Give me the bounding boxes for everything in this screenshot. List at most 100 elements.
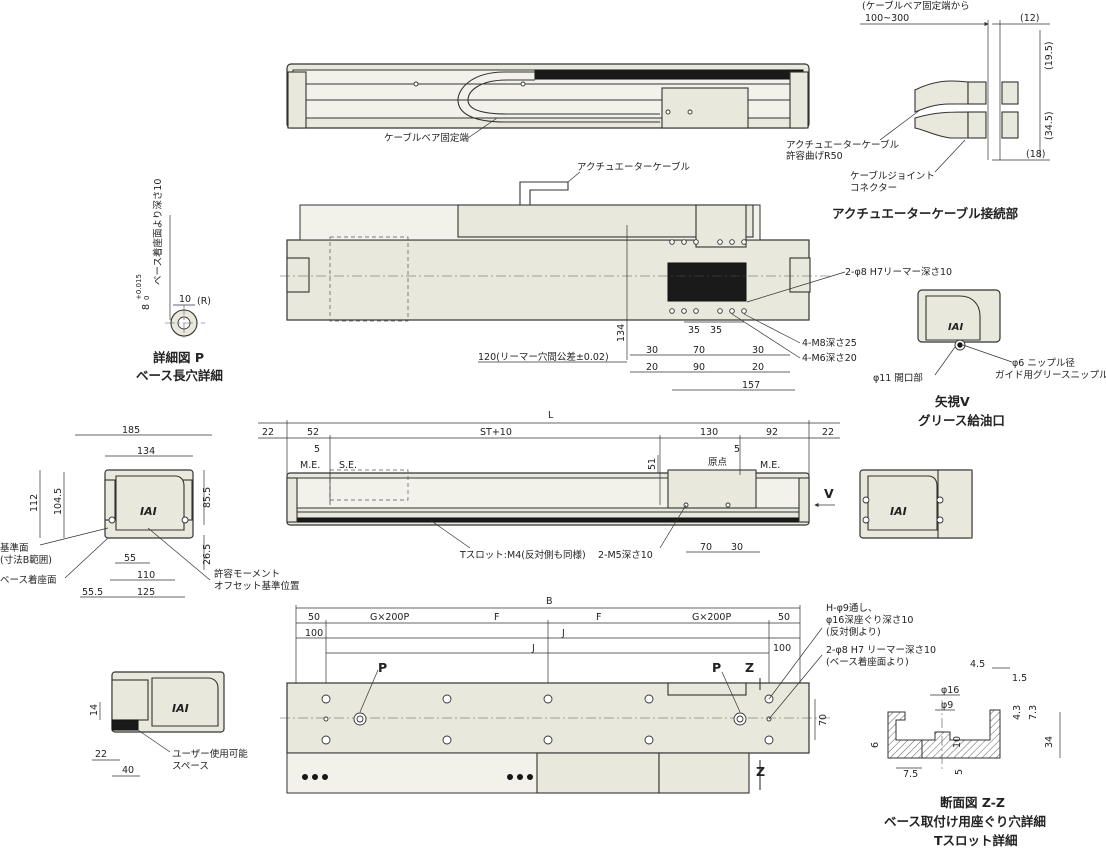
reamer-2: (ベース着座面より) <box>826 656 909 668</box>
dim-19-5: (19.5) <box>1044 41 1055 70</box>
side-dim-5b: 5 <box>734 444 740 455</box>
moment-label-1: 許容モーメント <box>214 568 280 580</box>
grease-label: ガイド用グリースニップル <box>995 369 1106 381</box>
detail-p-subtitle: ベース長穴詳細 <box>136 368 223 383</box>
end-dim-125: 125 <box>137 587 155 598</box>
top-dim-20b: 20 <box>752 362 764 373</box>
origin-label: 原点 <box>708 457 728 468</box>
right-end-view: IAI <box>859 469 973 539</box>
joint-connector-2: コネクター <box>850 183 897 194</box>
top-dim-20a: 20 <box>646 362 658 373</box>
mount-holes <box>321 694 774 745</box>
user-space-logo: IAI <box>172 702 189 715</box>
zz-title-1: 断面図 Z-Z <box>940 795 1005 810</box>
bottom-dim-50a: 50 <box>308 612 320 623</box>
side-dim-130: 130 <box>700 427 718 438</box>
label-p1: P <box>378 660 387 675</box>
zz-dim-7-5: 7.5 <box>903 769 918 780</box>
end-view: IAI 185 134 112 104.5 85.5 26.5 55 110 5… <box>0 425 300 598</box>
top-dim-70: 70 <box>693 345 705 356</box>
end-dim-112: 112 <box>29 494 40 512</box>
reamer-1: 2-φ8 H7 リーマー深さ10 <box>826 645 936 656</box>
side-dim-52: 52 <box>307 427 319 438</box>
zz-dim-phi9: φ9 <box>941 700 953 711</box>
end-dim-185: 185 <box>122 425 140 436</box>
side-dim-L: L <box>548 410 554 421</box>
side-view: L 22 52 ST+10 130 92 22 5 5 M.E. S.E. 51… <box>258 410 840 561</box>
joint-connector-1: ケーブルジョイント <box>850 170 935 182</box>
cable-connection-detail: (ケーブルベア固定端から 100~300 (12) (19.5) (34.5) … <box>786 0 1055 221</box>
h-label-1: H-φ9通し、 <box>826 603 877 614</box>
end-dim-55: 55 <box>124 553 136 564</box>
top-dim-30b: 30 <box>752 345 764 356</box>
reamer-label: 2-φ8 H7リーマー深さ10 <box>845 267 952 278</box>
label-z1: Z <box>745 660 754 675</box>
detail-p-radius: (R) <box>197 296 211 307</box>
bottom-dim-J1: J <box>561 628 565 639</box>
tslot-label: Tスロット:M4(反対側も同様) <box>459 549 586 561</box>
ref-surface-1: 基準面 <box>0 542 29 554</box>
zz-dim-4-3: 4.3 <box>1012 705 1023 720</box>
top-dim-35b: 35 <box>710 325 722 336</box>
zz-title-2: ベース取付け用座ぐり穴詳細 <box>884 814 1046 829</box>
moment-label-2: オフセット基準位置 <box>214 580 300 592</box>
range-100-300: 100~300 <box>865 13 909 24</box>
label-z2: Z <box>756 764 765 779</box>
zz-dim-4-5: 4.5 <box>970 659 985 670</box>
end-dim-55-5: 55.5 <box>82 587 103 598</box>
bottom-view: B 50 G×200P F F G×200P 50 100 J J 100 70… <box>280 596 936 794</box>
top-dim-157: 157 <box>742 380 760 391</box>
top-dim-134: 134 <box>616 324 627 342</box>
view-v-title: 矢視V <box>934 394 970 409</box>
side-dim-92: 92 <box>766 427 778 438</box>
me-right: M.E. <box>760 460 780 471</box>
detail-p-tolerance-base: 8 <box>141 304 152 310</box>
arrow-v-label: V <box>824 486 834 501</box>
bottom-dim-g1: G×200P <box>370 612 409 623</box>
bottom-dim-F2: F <box>596 612 601 623</box>
detail-p-tolerance-lower: 0 <box>143 296 151 300</box>
from-cable-fixed-end: (ケーブルベア固定端から <box>862 0 970 12</box>
h-label-3: (反対側より) <box>826 626 881 638</box>
zz-dim-5: 5 <box>954 769 965 775</box>
end-dim-85-5: 85.5 <box>202 487 213 508</box>
side-dim-5a: 5 <box>314 444 320 455</box>
dim-18: (18) <box>1026 149 1046 160</box>
user-dim-14: 14 <box>89 704 100 716</box>
zz-dim-1-5: 1.5 <box>1012 673 1027 684</box>
bottom-dim-100b: 100 <box>773 643 791 654</box>
se-label: S.E. <box>339 460 357 471</box>
label-p2: P <box>712 660 721 675</box>
side-dim-30: 30 <box>731 542 743 553</box>
right-end-logo: IAI <box>890 505 907 518</box>
cable-connection-title: アクチュエーターケーブル接続部 <box>832 206 1019 221</box>
user-dim-22: 22 <box>95 749 107 760</box>
bottom-dim-B: B <box>546 596 553 607</box>
m5-label: 2-M5深さ10 <box>598 550 653 561</box>
top-view: アクチュエーターケーブル 2-φ8 H7リーマー深さ10 134 120(リーマ… <box>280 161 952 391</box>
actuator-cable-label: アクチュエーターケーブル <box>577 161 690 173</box>
end-dim-110: 110 <box>137 570 155 581</box>
end-view-logo: IAI <box>140 505 157 518</box>
ref-surface-2: (寸法B範囲) <box>0 554 52 566</box>
top-dim-90: 90 <box>693 362 705 373</box>
top-dim-30a: 30 <box>646 345 658 356</box>
side-dim-70: 70 <box>700 542 712 553</box>
zz-dim-6: 6 <box>870 742 881 748</box>
detail-p-dim-10: 10 <box>179 294 191 305</box>
bottom-dim-J2: J <box>531 643 535 654</box>
zz-dim-34: 34 <box>1044 736 1055 748</box>
bottom-dim-70: 70 <box>818 714 829 726</box>
end-dim-26-5: 26.5 <box>202 544 213 565</box>
end-dim-134: 134 <box>137 446 155 457</box>
bottom-dim-F1: F <box>494 612 499 623</box>
m8-label: 4-M8深さ25 <box>802 338 857 349</box>
view-v-subtitle: グリース給油口 <box>918 413 1005 428</box>
dim-34-5: (34.5) <box>1044 111 1055 140</box>
side-dim-st: ST+10 <box>480 427 512 438</box>
detail-p-title: 詳細図 P <box>153 350 204 365</box>
section-zz: 4.5 1.5 φ16 φ9 4.3 7.3 6 10 34 7.5 5 断面図… <box>870 659 1061 848</box>
zz-dim-10: 10 <box>952 736 963 748</box>
bottom-dim-g2: G×200P <box>692 612 731 623</box>
